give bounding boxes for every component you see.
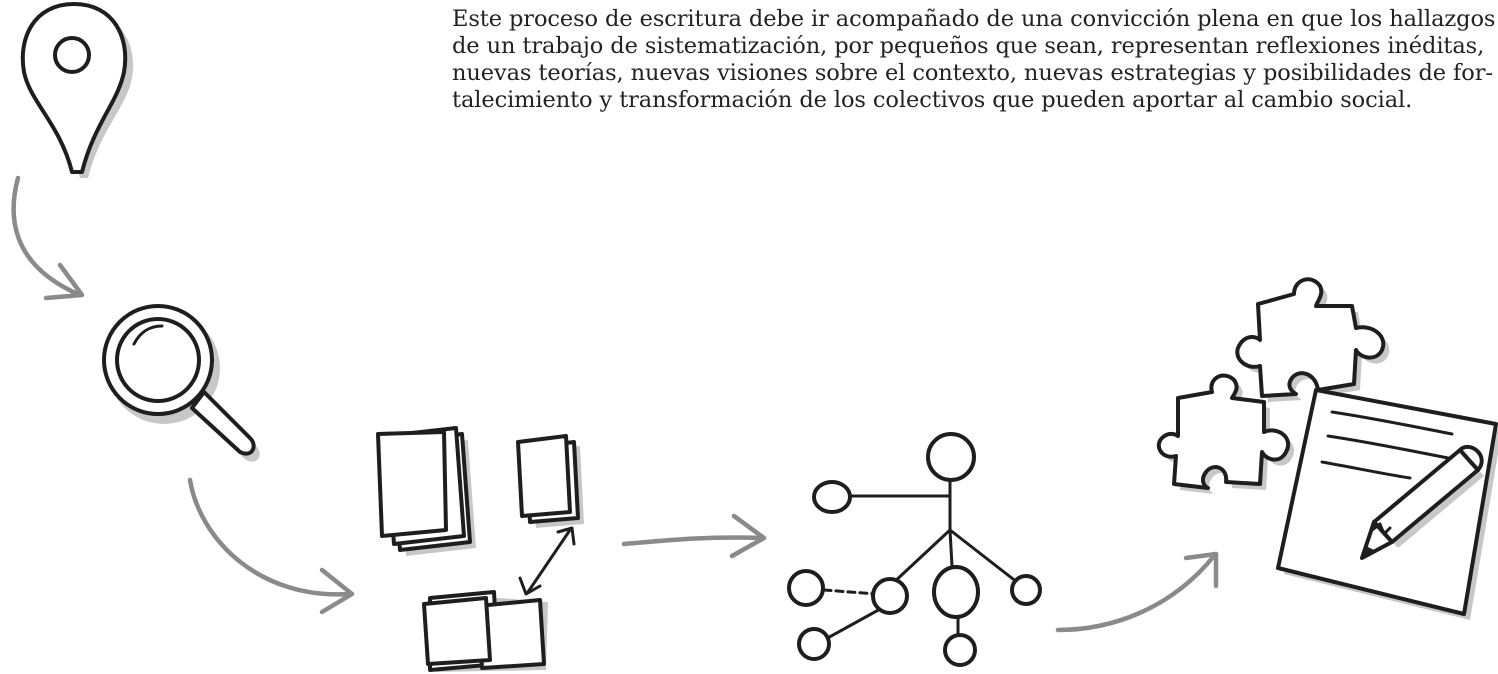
intro-paragraph: Este proceso de escritura debe ir acompa… — [452, 6, 1498, 114]
network-tree-icon — [787, 432, 1042, 667]
puzzle-and-writing-icon — [1156, 277, 1498, 620]
intro-line-2: de un trabajo de sistematización, por pe… — [452, 33, 1485, 59]
intro-line-3: nuevas teorías, nuevas visiones sobre el… — [452, 60, 1493, 86]
map-pin-icon — [20, 2, 134, 178]
flow-arrow-3 — [621, 513, 767, 559]
intro-line-1: Este proceso de escritura debe ir acompa… — [452, 6, 1496, 32]
intro-line-4: talecimiento y transformación de los col… — [452, 87, 1413, 113]
magnifying-glass-icon — [102, 304, 260, 462]
flow-arrow-1 — [11, 175, 85, 301]
document-cards-icon — [376, 426, 584, 672]
flow-arrow-4 — [1055, 551, 1219, 633]
flow-arrow-2 — [187, 477, 355, 615]
